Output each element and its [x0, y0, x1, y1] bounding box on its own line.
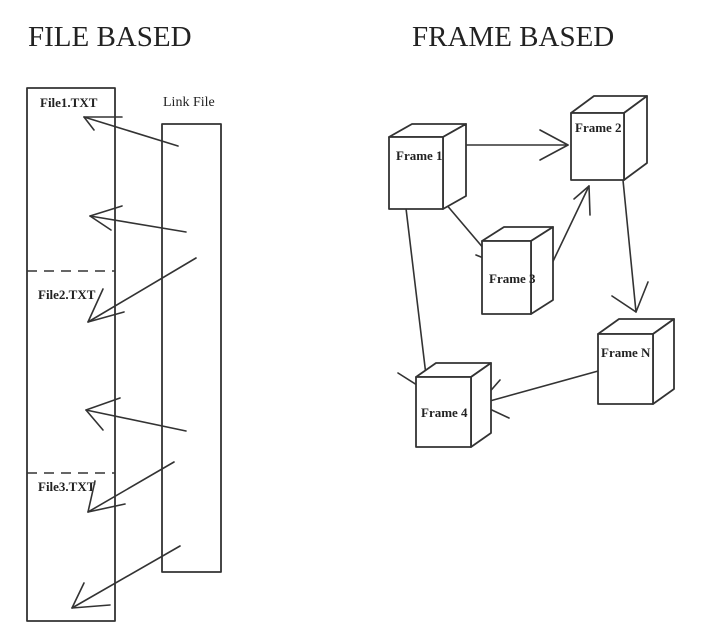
link-arrow-3 [87, 257, 197, 323]
link-arrow-2 [89, 205, 187, 233]
link-file-box [161, 123, 222, 573]
frame-4-box: Frame 4 [415, 362, 492, 448]
frame-1-box: Frame 1 [388, 123, 467, 210]
file1-label: File1.TXT [40, 95, 98, 110]
frame-1-label: Frame 1 [396, 148, 443, 163]
frame-4-label: Frame 4 [421, 405, 468, 420]
frame-based-section: Frame 1 Frame 2 Frame 3 Frame 4 [388, 95, 675, 448]
frame-3-label: Frame 3 [489, 271, 536, 286]
arrow-frame1-to-frame4 [397, 199, 438, 393]
link-arrow-1 [83, 116, 179, 147]
file3-label: File3.TXT [38, 479, 96, 494]
file2-label: File2.TXT [38, 287, 96, 302]
link-arrow-4 [85, 397, 187, 432]
arrow-framen-to-frame4 [478, 367, 610, 419]
link-file-label: Link File [163, 95, 215, 110]
link-arrow-6 [71, 545, 181, 609]
frame-3-box: Frame 3 [481, 226, 554, 315]
text-file-column [26, 87, 116, 622]
file-based-heading: FILE BASED [28, 21, 192, 53]
arrow-frame1-to-frame2 [451, 129, 569, 161]
file-based-section: Link File File1.TXT File2.TXT File3.TXT [26, 87, 222, 622]
frame-n-box: Frame N [597, 318, 675, 405]
arrow-frame2-to-framen [611, 169, 649, 313]
frame-2-box: Frame 2 [570, 95, 648, 181]
link-arrow-5 [87, 461, 175, 513]
frame-n-label: Frame N [601, 345, 651, 360]
frame-based-heading: FRAME BASED [412, 21, 614, 53]
frame-2-label: Frame 2 [575, 120, 622, 135]
